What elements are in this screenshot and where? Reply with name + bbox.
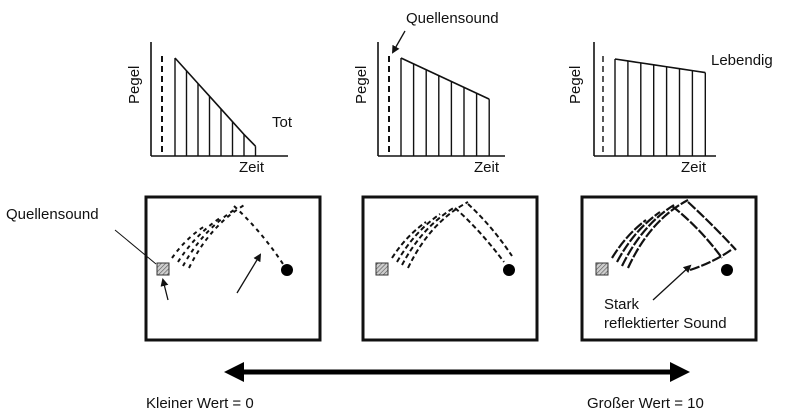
graph-large-annotation: Lebendig <box>711 52 773 69</box>
room-large-frame <box>580 195 758 342</box>
scale-arrow-right-head <box>670 362 690 382</box>
room-small-frame <box>144 195 322 342</box>
room-medium-source <box>375 262 389 276</box>
room-small-source <box>156 262 170 276</box>
graph-medium-ylabel: Pegel <box>353 65 370 104</box>
room-small-reflection-arrow <box>236 253 262 294</box>
room-large-waves <box>611 199 737 272</box>
room-small-waves <box>171 203 284 269</box>
room-small <box>114 195 322 342</box>
graph-large <box>593 42 716 157</box>
graph-medium-source-arrow <box>392 30 406 54</box>
room-large-label-line1: Stark <box>604 296 640 313</box>
room-medium-listener <box>503 264 515 276</box>
graph-large-xlabel: Zeit <box>681 159 707 176</box>
scale-max-label: Großer Wert = 10 <box>587 395 704 412</box>
graph-small <box>150 42 288 157</box>
graph-medium-annotation: Quellensound <box>406 10 499 27</box>
room-small-label: Quellensound <box>6 206 99 223</box>
room-large-source <box>595 262 609 276</box>
room-large <box>580 195 758 342</box>
decay-envelope <box>174 57 257 147</box>
room-small-listener <box>281 264 293 276</box>
graph-small-reflections <box>174 57 257 156</box>
room-medium-frame <box>361 195 539 342</box>
room-medium <box>361 195 539 342</box>
graph-large-ylabel: Pegel <box>567 65 584 104</box>
graph-small-annotation: Tot <box>272 114 293 131</box>
graph-medium <box>377 30 505 157</box>
room-medium-waves <box>391 201 513 269</box>
room-small-source-arrow <box>160 278 169 301</box>
graph-small-ylabel: Pegel <box>126 65 143 104</box>
room-large-listener <box>721 264 733 276</box>
scale-arrow <box>224 362 690 382</box>
graph-medium-xlabel: Zeit <box>474 159 500 176</box>
graph-large-reflections <box>614 58 706 156</box>
room-large-reflection-arrow <box>652 264 692 301</box>
room-large-label-line2: reflektierter Sound <box>604 315 727 332</box>
graph-small-xlabel: Zeit <box>239 159 265 176</box>
scale-min-label: Kleiner Wert = 0 <box>146 395 254 412</box>
room-small-label-pointer <box>114 229 157 265</box>
decay-envelope <box>400 57 490 100</box>
scale-arrow-left-head <box>224 362 244 382</box>
decay-envelope <box>614 58 706 74</box>
graph-medium-reflections <box>400 57 490 156</box>
